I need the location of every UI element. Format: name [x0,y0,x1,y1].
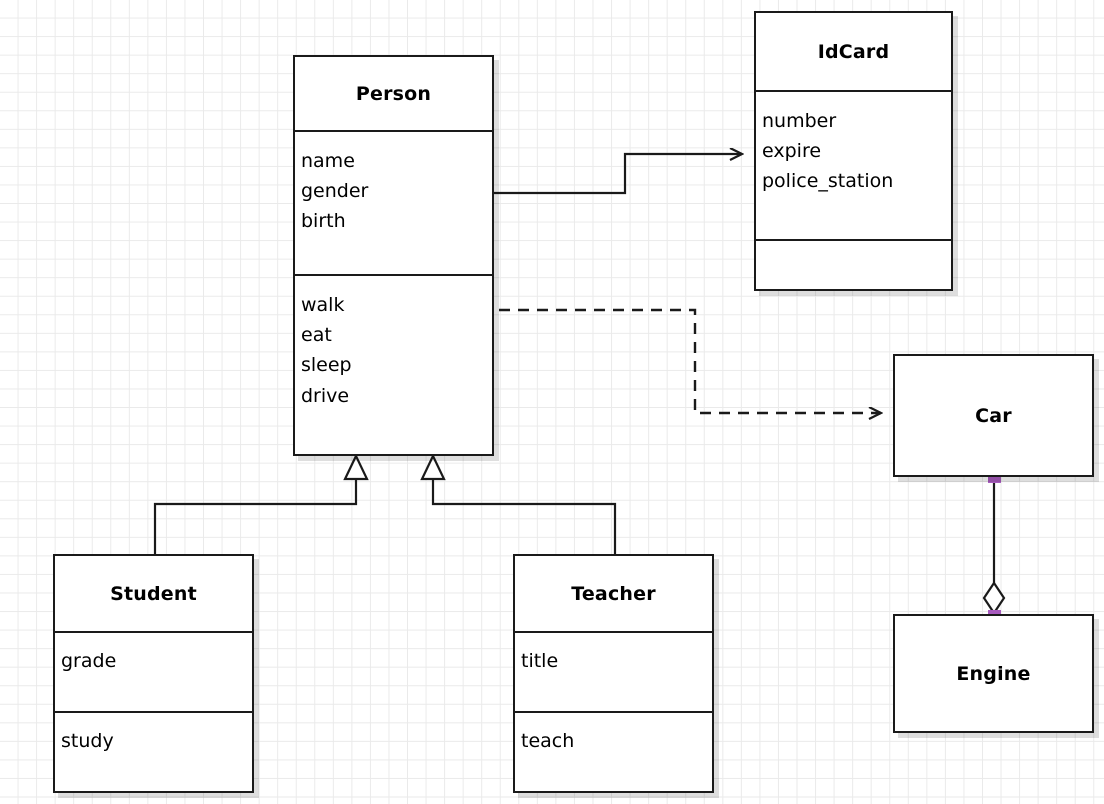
class-title-person: Person [355,82,432,105]
hollow-diamond-arrowhead-engine [982,581,1006,615]
edge-student-person[interactable] [153,453,369,554]
class-methods-idcard [756,239,951,289]
class-box-student[interactable]: Student grade study [53,554,254,793]
class-title-teacher: Teacher [571,582,656,605]
method-item: study [61,730,114,752]
class-box-idcard[interactable]: IdCard number expire police_station [754,11,953,291]
class-title-car: Car [975,404,1012,427]
class-methods-person: walk eat sleep drive [295,274,492,454]
attribute-item: gender [301,180,369,203]
method-item: sleep [301,354,352,377]
hollow-triangle-arrowhead-teacher [420,453,446,481]
hollow-triangle-arrowhead-student [343,453,369,481]
attribute-item: name [301,150,355,172]
class-title-idcard: IdCard [817,40,890,63]
attribute-item: expire [762,140,822,163]
attribute-item: birth [301,210,346,233]
class-attributes-person: name gender birth [295,130,492,274]
method-item: teach [521,730,575,752]
attribute-item: grade [61,650,117,672]
method-item: drive [301,384,350,407]
class-box-person[interactable]: Person name gender birth walk eat sleep … [293,55,494,456]
class-attributes-idcard: number expire police_station [756,90,951,239]
class-attributes-student: grade [55,631,252,711]
class-box-engine[interactable]: Engine [893,614,1094,733]
attribute-item: title [521,650,559,672]
attribute-item: police_station [762,170,894,193]
edge-teacher-person[interactable] [420,453,617,554]
method-item: walk [301,294,345,316]
class-methods-teacher: teach [515,711,712,791]
method-item: eat [301,324,332,347]
class-title-engine: Engine [956,662,1031,685]
edge-person-idcard[interactable] [494,154,742,195]
class-box-car[interactable]: Car [893,354,1094,477]
class-methods-student: study [55,711,252,791]
edge-car-engine[interactable] [982,470,1006,623]
class-title-student: Student [110,582,197,605]
attribute-item: number [762,110,837,132]
class-box-teacher[interactable]: Teacher title teach [513,554,714,793]
edge-person-car[interactable] [499,308,881,413]
class-attributes-teacher: title [515,631,712,711]
